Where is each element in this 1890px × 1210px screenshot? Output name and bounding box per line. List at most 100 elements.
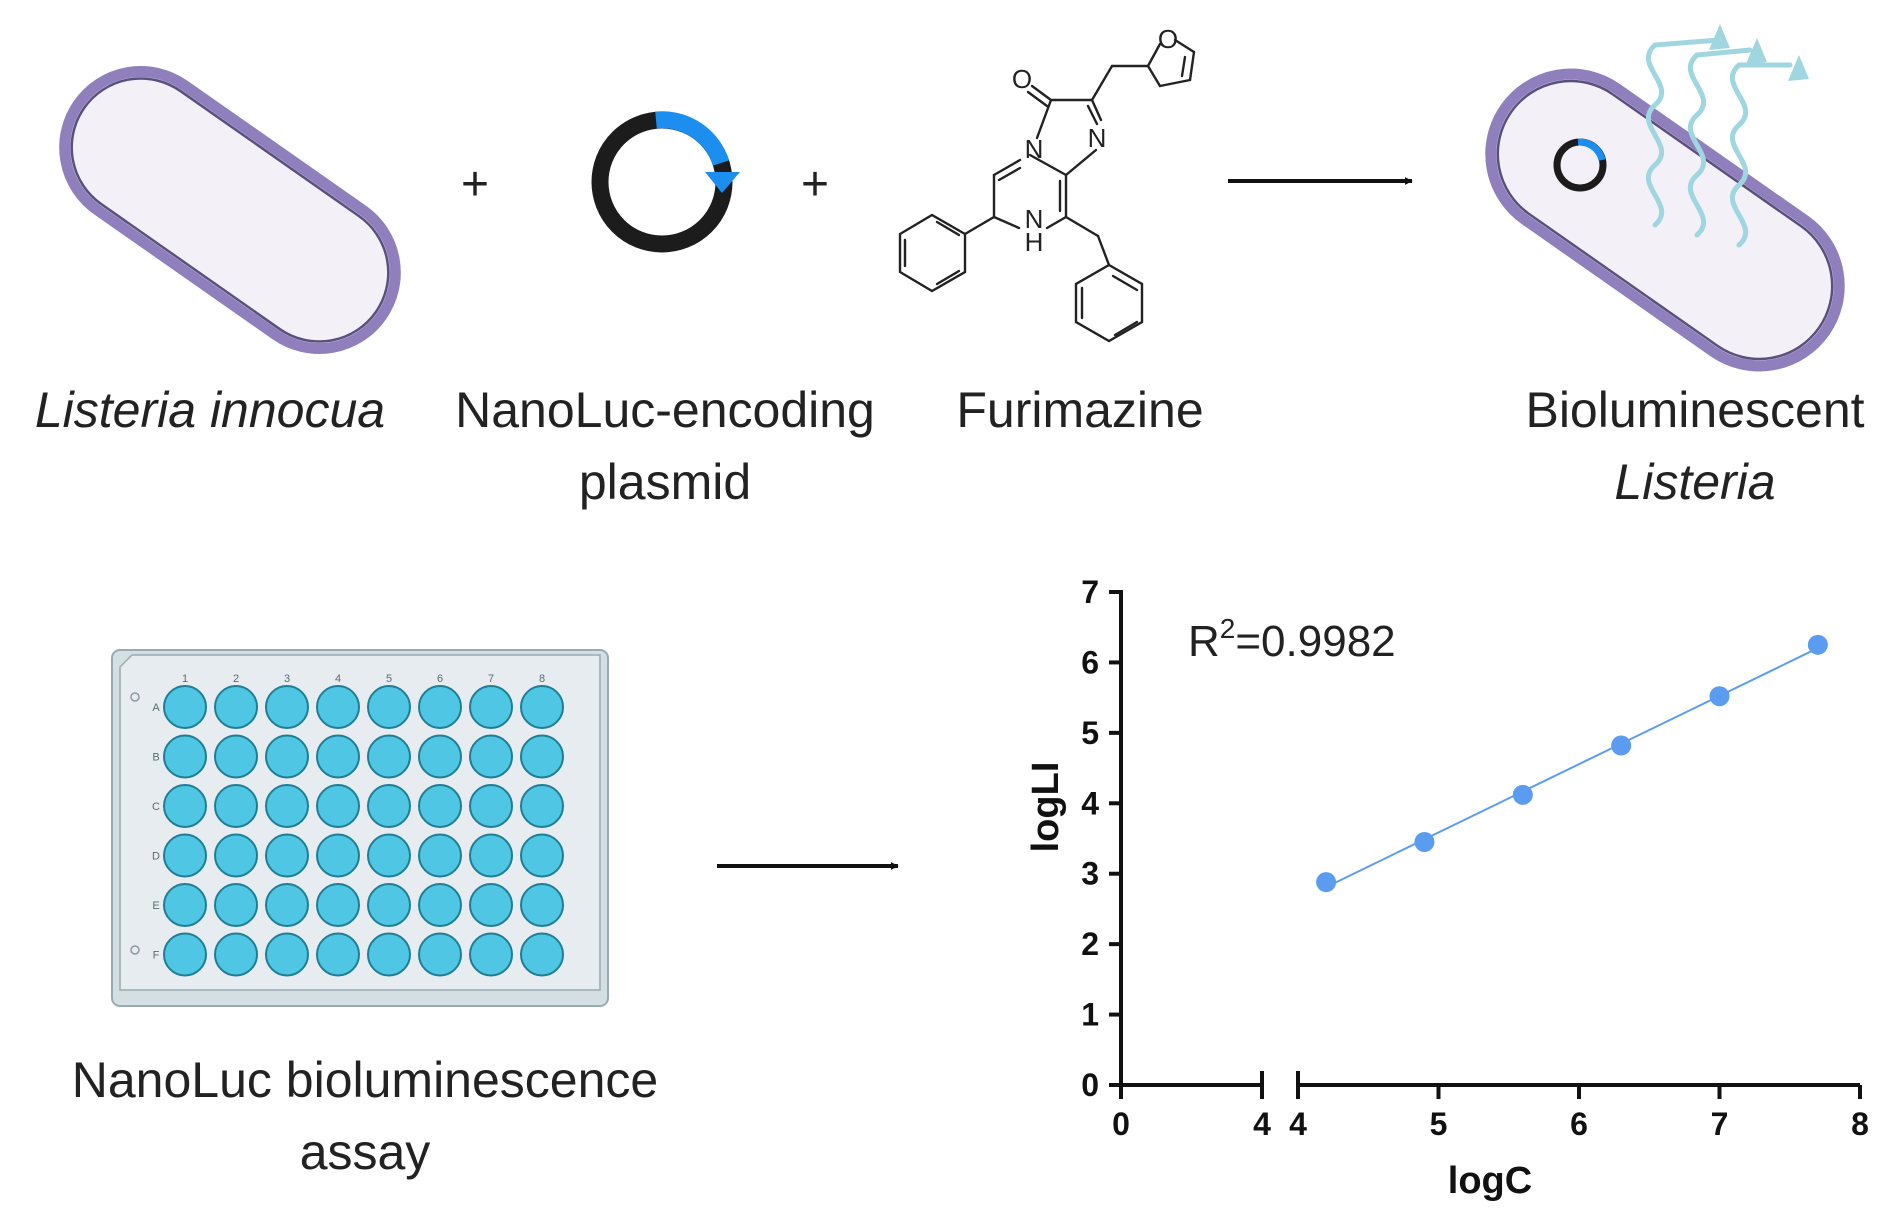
plate-col-label: 1 [182, 673, 188, 685]
plate-row-label: C [152, 801, 160, 813]
plate-well [214, 685, 258, 729]
label-bioluminescent-line2: Listeria [1614, 454, 1776, 510]
furimazine-atom-labels: O N N N H O [1012, 24, 1178, 257]
plate-wells [163, 685, 564, 977]
x-tick-label: 0 [1112, 1106, 1130, 1142]
plate-well [214, 833, 258, 878]
small-plasmid-icon [1553, 138, 1607, 192]
plate-well [418, 734, 462, 779]
plate-well [520, 685, 564, 729]
plate-well [265, 833, 309, 878]
plasmid-icon [591, 111, 740, 253]
plate-well [214, 734, 258, 779]
y-axis-label: logLI [1025, 762, 1067, 853]
r-squared-prefix: R [1188, 617, 1220, 666]
plate-well [520, 734, 564, 779]
plate-well [367, 883, 411, 927]
plate-well [163, 932, 207, 977]
x-tick-label: 6 [1570, 1106, 1588, 1142]
plate-col-label: 8 [539, 673, 545, 685]
plate-well [265, 883, 309, 927]
data-point [1807, 634, 1828, 655]
plate-well [163, 833, 207, 878]
label-bioluminescent-listeria: Bioluminescent Listeria [1500, 374, 1890, 518]
plate-well [316, 734, 360, 779]
label-assay-line2: assay [299, 1124, 431, 1180]
y-tick-label: 7 [1081, 574, 1099, 610]
plate-col-label: 7 [488, 673, 494, 685]
plate-row-label: D [152, 851, 160, 863]
light-arrowhead-icons [1709, 24, 1809, 81]
atom-label-carbonyl-oxygen: O [1012, 64, 1032, 94]
plate-well [214, 784, 258, 828]
label-furimazine: Furimazine [956, 382, 1204, 438]
listeria-cell-icon [59, 65, 401, 355]
label-listeria-innocua: Listeria innocua [34, 382, 386, 438]
label-plasmid-line1: NanoLuc-encoding [455, 382, 875, 438]
atom-label-furan-oxygen: O [1158, 24, 1178, 54]
plate-well [265, 784, 309, 828]
plate-well [265, 685, 309, 729]
y-tick-label: 3 [1081, 856, 1099, 892]
plate-well [367, 685, 411, 729]
y-tick-label: 6 [1081, 644, 1099, 680]
label-assay-line1: NanoLuc bioluminescence [71, 1052, 659, 1108]
y-tick-label: 4 [1081, 785, 1099, 821]
plate-well [469, 685, 513, 729]
plate-well [316, 685, 360, 729]
plate-well [214, 883, 258, 927]
r-squared-annotation: R2=0.9982 [1188, 613, 1396, 666]
label-plasmid: NanoLuc-encoding plasmid [420, 374, 910, 518]
plate-well [316, 833, 360, 878]
r-squared-value: =0.9982 [1235, 617, 1395, 666]
fit-line [1325, 647, 1819, 889]
plate-well [520, 784, 564, 828]
plate-col-label: 5 [386, 673, 392, 685]
data-point [1512, 784, 1533, 805]
plate-well [418, 784, 462, 828]
x-tick-label: 4 [1253, 1106, 1271, 1142]
plate-well [469, 833, 513, 878]
plate-well [265, 932, 309, 977]
furimazine-structure-icon [898, 38, 1196, 343]
plate-well [520, 833, 564, 878]
plate-row-label: E [152, 900, 159, 912]
plate-well [163, 685, 207, 729]
plate-col-label: 3 [284, 673, 290, 685]
plate-well [367, 833, 411, 878]
plate-col-label: 6 [437, 673, 443, 685]
data-point [1316, 872, 1337, 893]
plate-well [265, 734, 309, 779]
plate-well [520, 932, 564, 977]
plus-sign-1: + [461, 158, 489, 211]
plate-well [367, 784, 411, 828]
data-point [1709, 686, 1730, 707]
plate-well [469, 932, 513, 977]
y-tick-label: 0 [1081, 1067, 1099, 1103]
plate-row-label: B [152, 752, 159, 764]
plate-well [316, 883, 360, 927]
bioluminescent-listeria-icon [1485, 24, 1845, 372]
x-tick-label: 5 [1430, 1106, 1448, 1142]
plate-well [418, 932, 462, 977]
atom-label-bridge-nitrogen: N [1025, 134, 1044, 164]
x-tick-label: 4 [1289, 1106, 1307, 1142]
x-axis-label: logC [1448, 1160, 1532, 1202]
plate-well [469, 784, 513, 828]
y-tick-label: 2 [1081, 926, 1099, 962]
atom-label-amine-nitrogen: N [1025, 204, 1044, 234]
plate-well [214, 932, 258, 977]
plate-row-label: F [153, 950, 160, 962]
plate-well [469, 883, 513, 927]
x-tick-label: 7 [1711, 1106, 1729, 1142]
data-point [1414, 832, 1435, 853]
plate-well [469, 734, 513, 779]
chart-points [1316, 634, 1828, 893]
label-assay: NanoLuc bioluminescence assay [60, 1044, 670, 1188]
